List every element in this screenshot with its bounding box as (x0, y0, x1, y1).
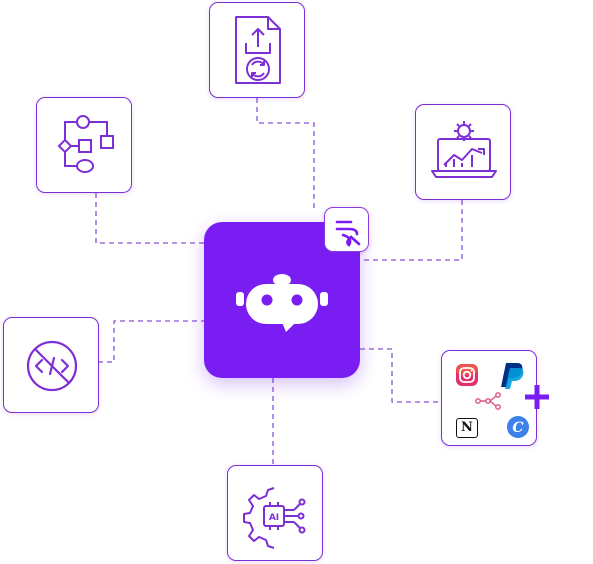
ai-gear-chip-icon: AI (243, 487, 306, 549)
connector-analytics (360, 200, 463, 261)
notion-icon: N (456, 418, 478, 438)
integrations-node[interactable]: C (441, 350, 537, 446)
no-code-node[interactable] (3, 317, 99, 413)
workflow-flowchart-icon (57, 115, 114, 173)
ai-chip-node[interactable]: AI (227, 465, 323, 561)
laptop-analytics-gear-icon (431, 121, 497, 178)
chatbot-face-icon (236, 274, 328, 332)
plus-icon (525, 385, 549, 409)
connector-workflow (95, 193, 206, 244)
connector-no-code (99, 320, 206, 363)
workflow-node[interactable] (36, 97, 132, 193)
paypal-icon (501, 363, 524, 389)
connector-document (256, 98, 315, 208)
document-upload-sync-icon (235, 16, 281, 84)
instagram-icon (456, 364, 478, 386)
analytics-node[interactable] (415, 104, 511, 200)
connector-integrations (360, 348, 441, 403)
svg-text:AI: AI (269, 513, 279, 523)
svg-text:C: C (512, 420, 523, 436)
integrations-apps-icon: C (456, 363, 529, 438)
brand-logo-icon (335, 220, 361, 247)
no-code-icon (26, 340, 78, 392)
flow-icon (475, 392, 501, 410)
canva-icon: C (507, 416, 529, 438)
hub-brand-badge (324, 207, 369, 252)
document-upload-node[interactable] (209, 2, 305, 98)
